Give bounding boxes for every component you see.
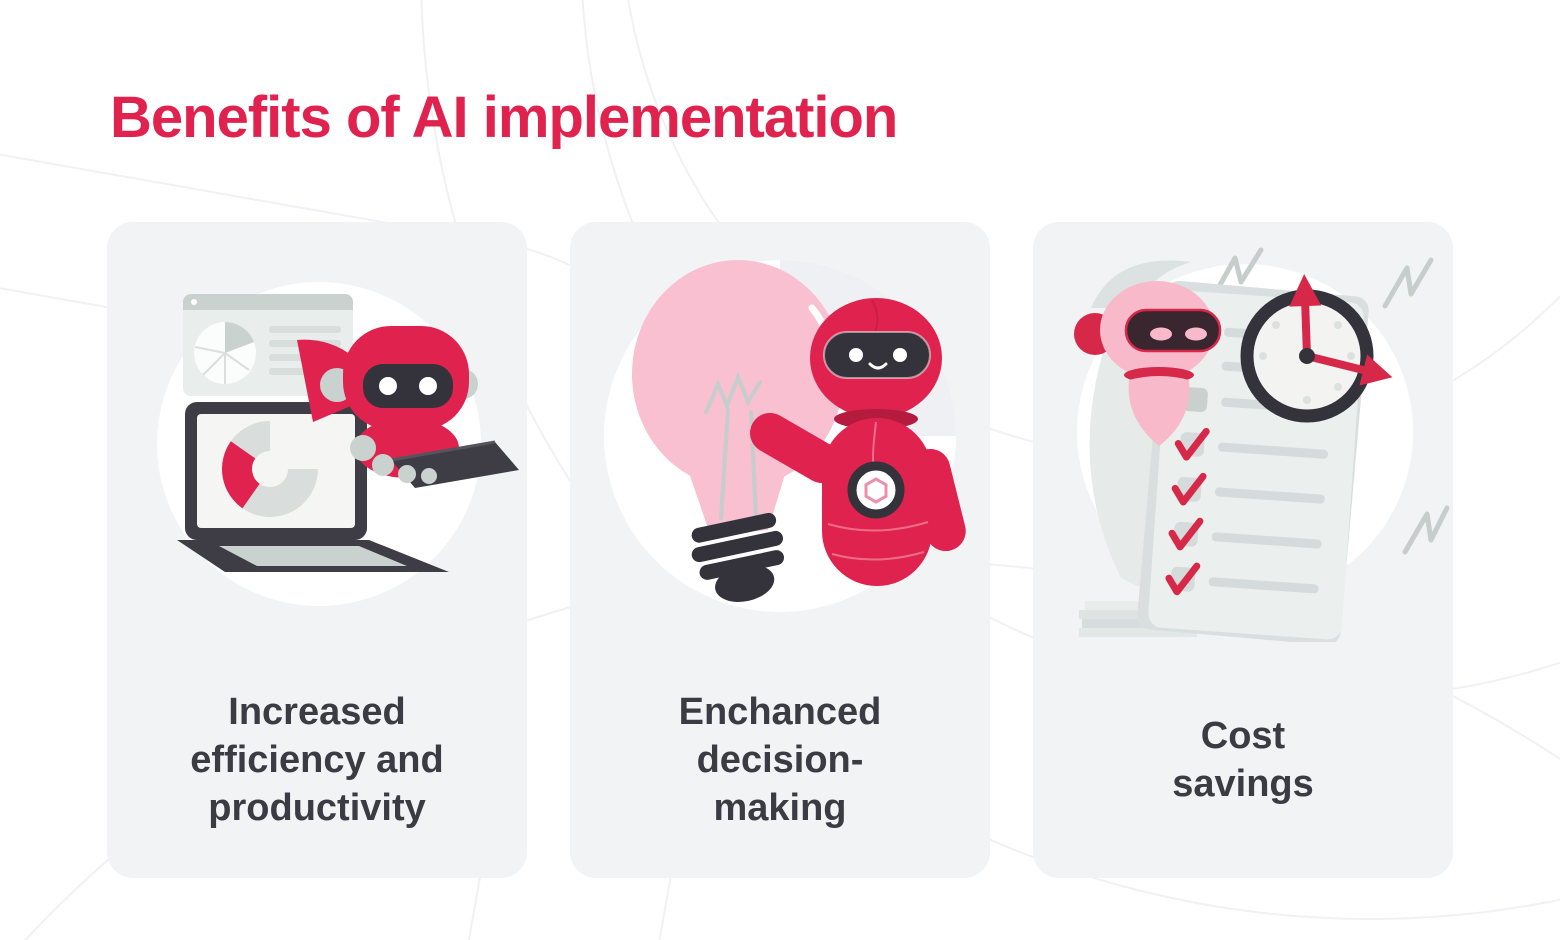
robot-lightbulb-icon xyxy=(604,260,966,612)
card-label: Increased efficiency and productivity xyxy=(190,690,444,830)
robot-analytics-illustration xyxy=(107,222,527,642)
robot-lightbulb-illustration xyxy=(570,222,990,642)
card-enhanced-decision-making: Enchanced decision-making xyxy=(570,222,990,878)
card-increased-efficiency: Increased efficiency and productivity xyxy=(107,222,527,878)
card-label: Enchanced decision-making xyxy=(678,690,882,830)
robot-clock-checklist-illustration xyxy=(1033,222,1453,642)
card-label: Cost savings xyxy=(1172,714,1314,805)
page-title: Benefits of AI implementation xyxy=(110,85,898,150)
robot-clock-checklist-icon xyxy=(1074,247,1450,642)
card-cost-savings: Cost savings xyxy=(1033,222,1453,878)
robot-analytics-icon xyxy=(157,282,519,606)
benefit-cards-row: Increased efficiency and productivity xyxy=(107,222,1453,878)
